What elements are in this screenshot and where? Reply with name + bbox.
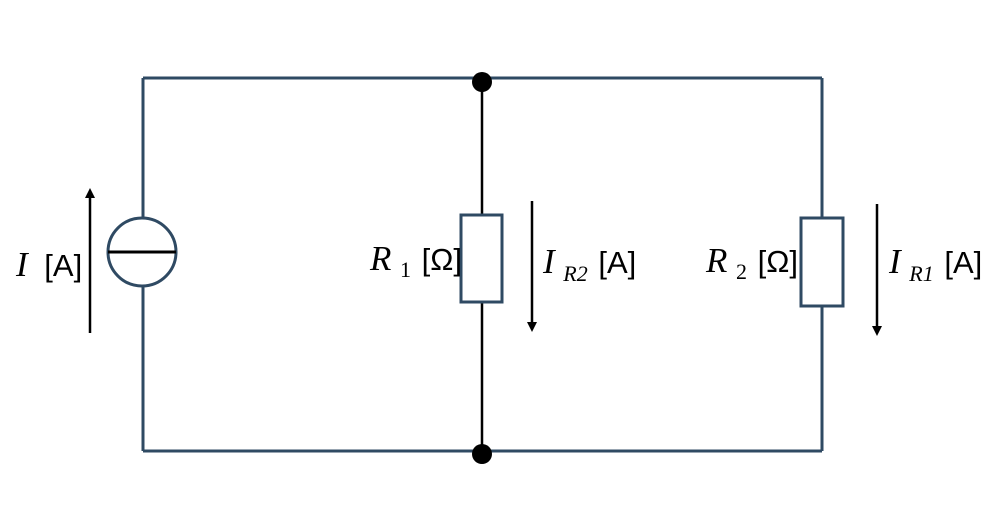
ir2-subscript: R2 [562,261,587,286]
source-current-symbol: I [15,245,30,284]
r2-unit: [Ω] [758,244,798,279]
ir1-subscript: R1 [908,261,933,286]
source-current-unit: [A] [44,248,82,283]
ir2-unit: [A] [598,245,636,280]
r2-symbol: R [705,241,727,280]
resistor-r1 [459,213,504,304]
ir2-symbol: I [542,242,557,281]
r1-subscript: 1 [400,257,411,282]
current-source [106,216,178,288]
source-current-label: I [A] [15,245,82,284]
resistor-r2 [799,216,845,308]
ir2-label: I R2 [A] [542,242,636,288]
r2-subscript: 2 [736,259,747,284]
r1-label: R 1 [Ω] [369,239,462,284]
r1-unit: [Ω] [422,242,462,277]
ir1-label: I R1 [A] [888,242,982,288]
bottom-junction-node [472,444,492,464]
top-junction-node [472,72,492,92]
r2-label: R 2 [Ω] [705,241,798,286]
ir1-symbol: I [888,242,903,281]
ir1-unit: [A] [944,245,982,280]
r1-symbol: R [369,239,391,278]
